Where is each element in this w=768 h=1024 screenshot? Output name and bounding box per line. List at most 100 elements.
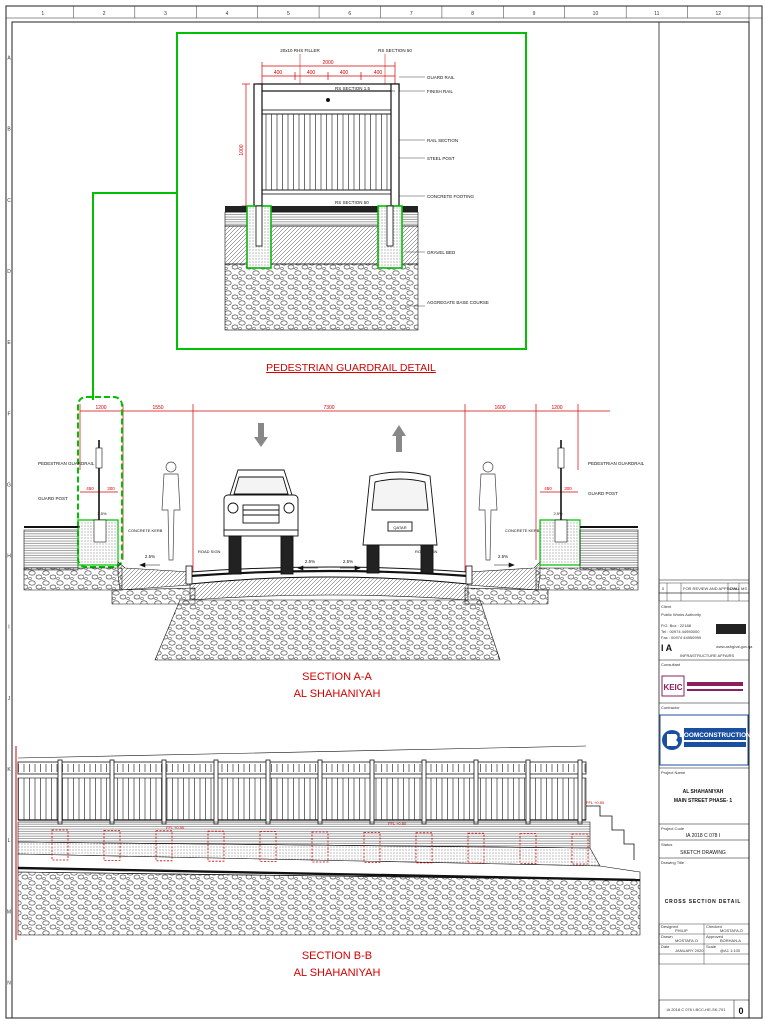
checked: MOSTAFA.O: [720, 928, 743, 933]
client-addr-1: P.O. Box : 22188: [661, 623, 692, 628]
bb-ground: [17, 805, 641, 936]
grid-row-J: J: [8, 696, 11, 702]
date: JANUARY 2020: [675, 948, 704, 953]
slope-1: 2.5%: [145, 554, 155, 559]
dim-panel-4: 400: [374, 70, 383, 76]
project-name-label: Project Name: [661, 770, 686, 775]
callout-aggregate: AGGREGATE BASE COURSE: [427, 300, 489, 305]
dim-aa-3: 7300: [323, 405, 334, 411]
callout-gravel-bed: GRAVEL BED: [427, 250, 456, 255]
post-footing: [103, 830, 121, 861]
detail-leader-line: [92, 192, 177, 400]
fence-post: [317, 759, 323, 825]
post-footing: [519, 833, 537, 864]
detail-dimensions: [242, 62, 396, 207]
slope-2: 2.5%: [305, 559, 315, 564]
post-footing: [51, 829, 69, 861]
slope-4: 2.5%: [498, 554, 508, 559]
client-web: www.ashghal.gov.qa: [716, 644, 753, 649]
date-label: Date: [661, 944, 670, 949]
fence-post: [525, 759, 531, 825]
client-label: Client: [661, 604, 672, 609]
boom-logo: BOOMCONSTRUCTION: [659, 714, 751, 766]
grid-row-M: M: [7, 909, 11, 915]
grid-col-9: 9: [533, 11, 536, 17]
detail-ground-layers: [224, 205, 419, 331]
scale: @A1 1:100: [720, 948, 741, 953]
client-addr-3: Fax : 00974 44950999: [661, 635, 702, 640]
fence-post: [369, 759, 375, 825]
bb-level-2: FFL +0.50: [388, 821, 407, 826]
car-plate: QATAR: [393, 525, 406, 530]
grid-row-A: A: [7, 56, 11, 62]
section-aa-title: SECTION A-A: [302, 671, 372, 683]
keic-logo: KEIC: [661, 675, 743, 697]
car-front: [223, 469, 299, 575]
drawing-rev: 0: [738, 1006, 743, 1016]
direction-arrow-up: [392, 425, 406, 452]
car-rear: [362, 471, 438, 574]
dim-aa-sub-4: 300: [564, 486, 572, 491]
dim-panel-3: 400: [340, 70, 349, 76]
grid-col-6: 6: [348, 11, 351, 17]
guardrail-elevation: [253, 83, 400, 207]
detail-marker-box: [77, 396, 123, 568]
dim-panel-2: 400: [307, 70, 316, 76]
grid-col-2: 2: [103, 11, 106, 17]
status-label: Status: [661, 842, 672, 847]
fence-post: [109, 759, 115, 825]
svg-text:BOOMCONSTRUCTION: BOOMCONSTRUCTION: [679, 732, 751, 739]
grid-row-C: C: [7, 198, 11, 204]
post-footing: [207, 830, 225, 862]
section-bb-title: SECTION B-B: [302, 950, 372, 962]
drawn-label: Drawn: [661, 934, 673, 939]
dim-total: 2000: [322, 60, 333, 66]
drawing-number: IA 2018 C 078 I-BCC-HE-SK-701: [667, 1007, 727, 1012]
designed-label: Designed: [661, 924, 678, 929]
grid-col-10: 10: [593, 11, 599, 17]
slope-6: 2.5%: [553, 511, 563, 516]
post-footing: [571, 833, 589, 865]
aa-label-left-2: GUARD POST: [38, 496, 68, 501]
callout-rs50-base: RS SECTION 50: [335, 200, 369, 205]
pedestrian-figure-left: [161, 461, 181, 561]
section-aa: 1200 1550 7300 1600 1200 450 300 450 300…: [23, 396, 645, 700]
grid-row-E: E: [7, 340, 11, 346]
project-code: IA 2018 C 078 I: [686, 833, 720, 839]
designed: PHILIP: [675, 928, 688, 933]
client-dept: INFRASTRUCTURE AFFAIRS: [680, 653, 735, 658]
grid-col-7: 7: [410, 11, 413, 17]
dim-aa-sub-3: 450: [544, 486, 552, 491]
section-aa-subtitle: AL SHAHANIYAH: [294, 688, 381, 700]
svg-text:KEIC: KEIC: [663, 683, 682, 692]
dim-aa-1: 1200: [95, 405, 106, 411]
aa-dimension-chain: [79, 404, 610, 575]
aa-label-right-2: GUARD POST: [588, 491, 618, 496]
grid-row-K: K: [7, 767, 11, 773]
post-footing: [311, 831, 329, 863]
direction-arrow-down: [254, 423, 268, 447]
grid-col-1: 1: [41, 11, 44, 17]
grid-row-H: H: [7, 554, 11, 560]
grid-row-B: B: [7, 127, 11, 133]
post-footing: [363, 832, 381, 863]
status: SKETCH DRAWING: [680, 850, 726, 856]
section-bb-subtitle: AL SHAHANIYAH: [294, 967, 381, 979]
section-bb: FFL +0.50 FFL +0.50 FFL +0.50 SECTION B-…: [15, 745, 641, 979]
callout-guard-rail: GUARD RAIL: [427, 75, 455, 80]
dim-aa-2: 1550: [152, 405, 163, 411]
callout-concrete-footing: CONCRETE FOOTING: [427, 194, 474, 199]
callout-rail-section: RAIL SECTION: [427, 138, 458, 143]
bb-level-3: FFL +0.50: [586, 800, 605, 805]
dim-aa-4: 1600: [494, 405, 505, 411]
grid-col-4: 4: [226, 11, 229, 17]
grid-col-5: 5: [287, 11, 290, 17]
rev-by: MS: [741, 586, 747, 591]
bb-fence: [17, 745, 587, 821]
project-phase: MAIN STREET PHASE- 1: [674, 798, 733, 804]
consultant-label: Consultant: [661, 662, 681, 667]
post-footing: [155, 830, 173, 862]
aa-label-right-1: PEDESTRIAN GUARDRAIL: [588, 461, 645, 466]
